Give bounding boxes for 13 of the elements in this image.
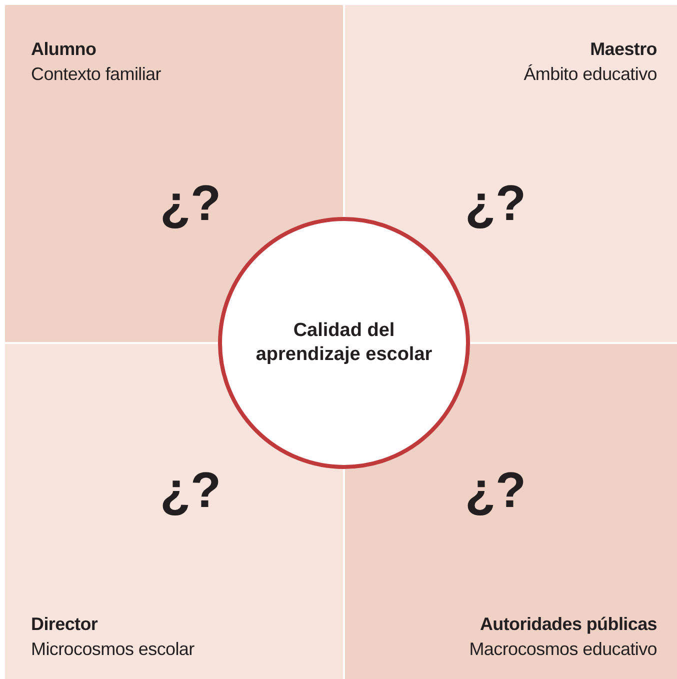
quadrant-heading: Alumno xyxy=(31,38,96,61)
quadrant-subtitle: Macrocosmos educativo xyxy=(469,638,657,661)
question-marks: ¿? xyxy=(465,175,526,231)
quadrant-subtitle: Contexto familiar xyxy=(31,63,161,86)
question-marks: ¿? xyxy=(160,175,222,231)
quadrant-subtitle: Microcosmos escolar xyxy=(31,638,194,661)
question-marks: ¿? xyxy=(160,462,222,518)
quadrant-heading: Autoridades públicas xyxy=(480,613,657,636)
quadrant-heading: Maestro xyxy=(590,38,657,61)
question-marks: ¿? xyxy=(465,462,526,518)
quadrant-subtitle: Ámbito educativo xyxy=(524,63,657,86)
quadrant-heading: Director xyxy=(31,613,98,636)
circle-label: Calidad del aprendizaje escolar xyxy=(254,319,434,367)
